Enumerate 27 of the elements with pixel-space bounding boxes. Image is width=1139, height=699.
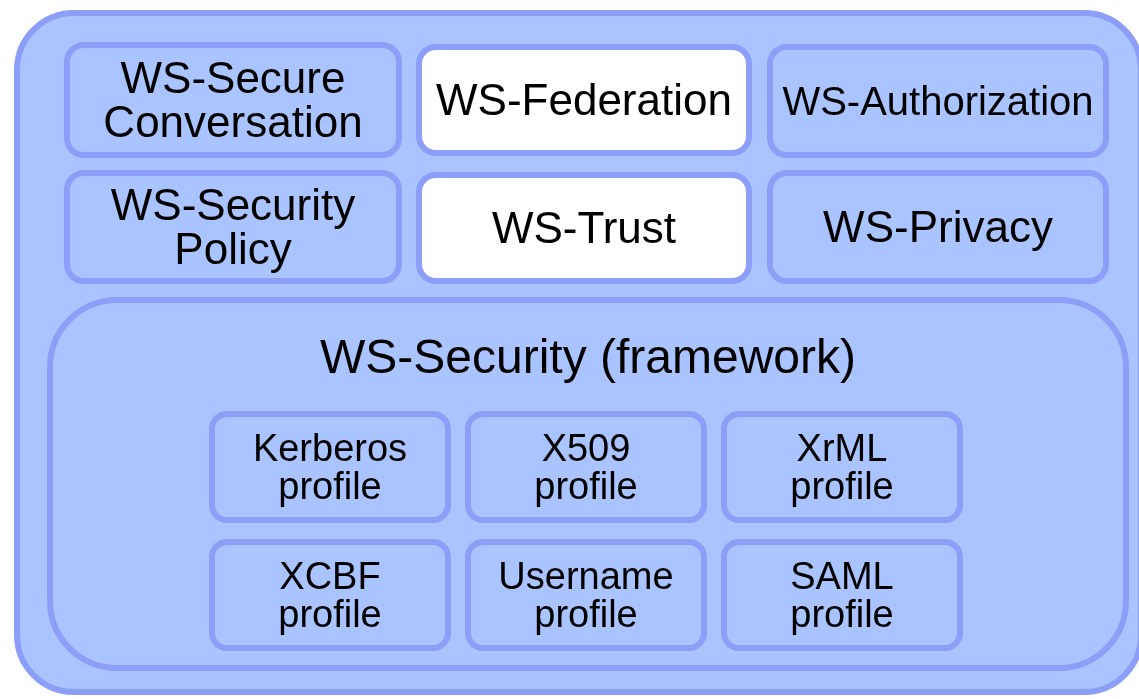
spec-label: WS-Privacy (823, 205, 1053, 249)
spec-box (64, 170, 402, 284)
profile-label: Kerberos profile (251, 429, 409, 505)
profile-label: X509 profile (533, 429, 639, 505)
spec-label: WS-Secure Conversation (102, 56, 364, 144)
stack-panel (14, 10, 1139, 695)
profile-label: XrML profile (789, 429, 895, 505)
spec-label: WS-Federation (436, 78, 732, 122)
spec-box (767, 44, 1109, 158)
profile-label: Username profile (497, 557, 675, 633)
framework-title: WS-Security (framework) (319, 333, 856, 381)
profile-box (465, 411, 707, 523)
spec-box (416, 172, 752, 284)
profile-box (209, 539, 451, 651)
spec-box (64, 42, 402, 158)
spec-box (767, 170, 1109, 284)
profile-box (721, 539, 963, 651)
profile-box (209, 411, 451, 523)
profile-label: XCBF profile (277, 557, 383, 633)
spec-label: WS-Authorization (782, 81, 1094, 121)
profile-box (465, 539, 707, 651)
spec-box (416, 44, 752, 156)
profile-box (721, 411, 963, 523)
spec-label: WS-Security Policy (109, 183, 357, 271)
framework-panel (47, 297, 1129, 671)
profile-label: SAML profile (789, 557, 895, 633)
spec-label: WS-Trust (491, 206, 677, 250)
